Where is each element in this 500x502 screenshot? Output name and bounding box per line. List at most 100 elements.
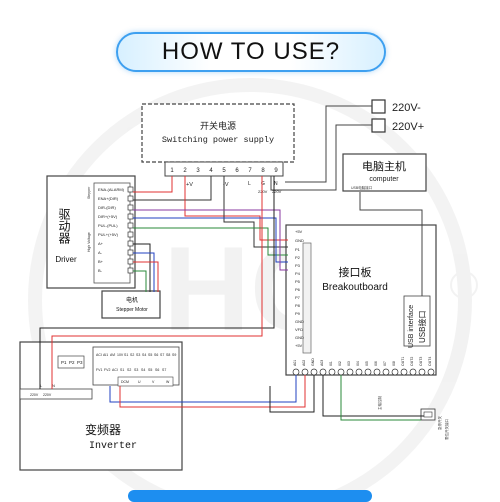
supply-terminal-8: 8 — [261, 168, 265, 174]
breakout-left-pin-9: P7 — [295, 295, 301, 300]
breakout-left-pin-8: P6 — [295, 287, 301, 292]
computer-title-cn: 电脑主机 — [362, 159, 406, 173]
inverter-r2-4: S1 — [120, 368, 124, 372]
supply-terminals: 1 2 3 4 5 6 7 8 9 — [170, 168, 278, 174]
inverter-top-3: P3 — [77, 360, 83, 365]
ac-power-terminals: 220V- 220V+ — [371, 99, 424, 133]
wire-dir — [133, 217, 288, 263]
computer-title-en: computer — [369, 176, 399, 183]
stepper-driver: 驱动器 Driver Stepper High Voltage ENA-(ALA… — [46, 175, 136, 289]
motor-title-en: Stepper Motor — [116, 307, 148, 313]
driver-side-bottom: High Voltage — [87, 232, 91, 252]
wire-limit-1 — [322, 375, 424, 417]
inverter-l-label: L — [40, 383, 43, 388]
driver-side-top: Stepper — [87, 186, 91, 199]
breakout-left-pin-4: P2 — [295, 255, 301, 260]
breakout-left-pin-10: P8 — [295, 303, 301, 308]
inverter-r2-1: FV1 — [96, 368, 102, 372]
breakout-bottom-pins: A01 A02 GND A03 I01 I02 I03 I04 I05 I06 … — [293, 357, 432, 366]
svg-text:R: R — [459, 277, 469, 293]
switching-power-supply: 开关电源 Switching power supply 1 2 3 4 5 6 … — [141, 103, 295, 194]
breakout-bottom-pin-14: OUT2 — [410, 357, 414, 366]
wire-supply-plus-bb — [184, 176, 288, 241]
breakout-bottom-pin-15: OUT3 — [419, 357, 423, 366]
inverter-title-en: Inverter — [89, 441, 137, 452]
supply-plus-v-label: +V — [186, 182, 193, 188]
breakout-bottom-pin-7: I03 — [347, 361, 351, 366]
inverter-r2-6: S3 — [134, 368, 138, 372]
supply-terminal-3: 3 — [196, 168, 200, 174]
breakout-left-pins: +5V GND P1 P2 P3 P4 P5 P6 P7 P8 P9 GND V… — [295, 229, 304, 348]
breakout-bottom-pin-8: I04 — [356, 361, 360, 366]
breakout-left-pin-14: GND — [295, 335, 304, 340]
inverter-n-label: N — [52, 383, 55, 388]
ac-plus-label: 220V+ — [392, 121, 424, 133]
wires — [39, 105, 424, 421]
breakout-bottom-pin-2: A02 — [302, 360, 306, 366]
supply-terminal-4: 4 — [209, 168, 213, 174]
wire-ac-plus — [270, 124, 372, 191]
supply-n-label: N — [274, 181, 278, 187]
driver-title-cn: 驱动器 — [57, 208, 71, 245]
breakout-left-pin-6: P4 — [295, 271, 301, 276]
breakout-bottom-pin-5: I01 — [329, 361, 333, 366]
inverter-row-1: ACI AI1 AVI 10V S1 S2 S3 S4 S5 S6 S7 S8 … — [96, 353, 176, 357]
breakout-bottom-pin-3: GND — [311, 358, 315, 366]
wire-supply-driver-gnd — [133, 176, 212, 201]
wire-ena — [133, 209, 288, 271]
breakout-left-pin-11: P9 — [295, 311, 301, 316]
inverter-r2-2: FV2 — [104, 368, 110, 372]
motor-title-cn: 电机 — [126, 296, 138, 304]
breakout-usb-cn: USB接口 — [417, 311, 427, 343]
inverter-r1-13: S9 — [172, 353, 176, 357]
supply-terminal-2: 2 — [183, 168, 187, 174]
breakout-board: 接口板 Breakoutboard USB interface USB接口 +5… — [285, 224, 437, 410]
wire-limit-2 — [340, 375, 421, 421]
inverter-r1-4: 10V — [117, 353, 124, 357]
breakout-left-pin-15: +5V — [295, 343, 303, 348]
supply-terminal-7: 7 — [248, 168, 252, 174]
wire-spindle-1 — [109, 375, 297, 403]
breakout-left-pin-7: P5 — [295, 279, 301, 284]
wire-pulse — [133, 227, 288, 256]
inverter-r3-4: W — [166, 380, 170, 384]
inverter-r3-1: DCM — [121, 380, 129, 384]
supply-220v-label: 220V — [258, 189, 268, 194]
page-title-text: HOW TO USE? — [161, 38, 341, 65]
inverter-r2-10: S7 — [162, 368, 166, 372]
inverter-r1-1: ACI — [96, 353, 102, 357]
ac-plus-terminal — [371, 118, 386, 133]
inverter-r1-5: S1 — [124, 353, 128, 357]
ac-minus-terminal — [371, 99, 386, 114]
breakout-left-pin-5: P3 — [295, 263, 301, 268]
driver-pin-3: DIR-(DIR) — [98, 205, 116, 210]
inverter-r2-3: ACI — [112, 368, 118, 372]
breakout-left-pin-1: +5V — [295, 229, 303, 234]
driver-pin-6: PUL+(+5V) — [98, 232, 119, 237]
breakout-bottom-pin-10: I06 — [374, 361, 378, 366]
inverter-r2-9: S6 — [155, 368, 159, 372]
inverter-r2-7: S4 — [141, 368, 145, 372]
breakout-bottom-pin-1: A01 — [293, 360, 297, 366]
breakout-bottom-pin-11: I07 — [383, 361, 387, 366]
breakout-bottom-pin-6: I02 — [338, 361, 342, 366]
breakout-title-en: Breakoutboard — [322, 282, 388, 293]
switching-supply-title-cn: 开关电源 — [200, 120, 236, 131]
driver-pin-8: A- — [98, 250, 103, 255]
stepper-motor: 电机 Stepper Motor — [101, 290, 161, 319]
driver-pin-5: PUL-(PUL) — [98, 223, 118, 228]
supply-minus-v-label: -V — [223, 182, 229, 188]
wire-motor-a1 — [133, 243, 151, 292]
breakout-spindle-label: 主轴控制 — [377, 396, 382, 410]
inverter-input-1: 220V — [30, 393, 39, 397]
wire-spindle-2 — [119, 375, 306, 408]
breakout-left-pin-2: GND — [295, 238, 304, 243]
wire-inverter-n — [51, 176, 263, 389]
inverter-r1-9: S5 — [148, 353, 152, 357]
breakout-bottom-pin-13: OUT1 — [401, 357, 405, 366]
inverter-r2-5: S2 — [127, 368, 131, 372]
wire-gnd-bb — [223, 176, 288, 248]
supply-g-label: G — [261, 181, 265, 187]
wire-usb — [359, 192, 423, 296]
driver-pin-10: B- — [98, 268, 103, 273]
